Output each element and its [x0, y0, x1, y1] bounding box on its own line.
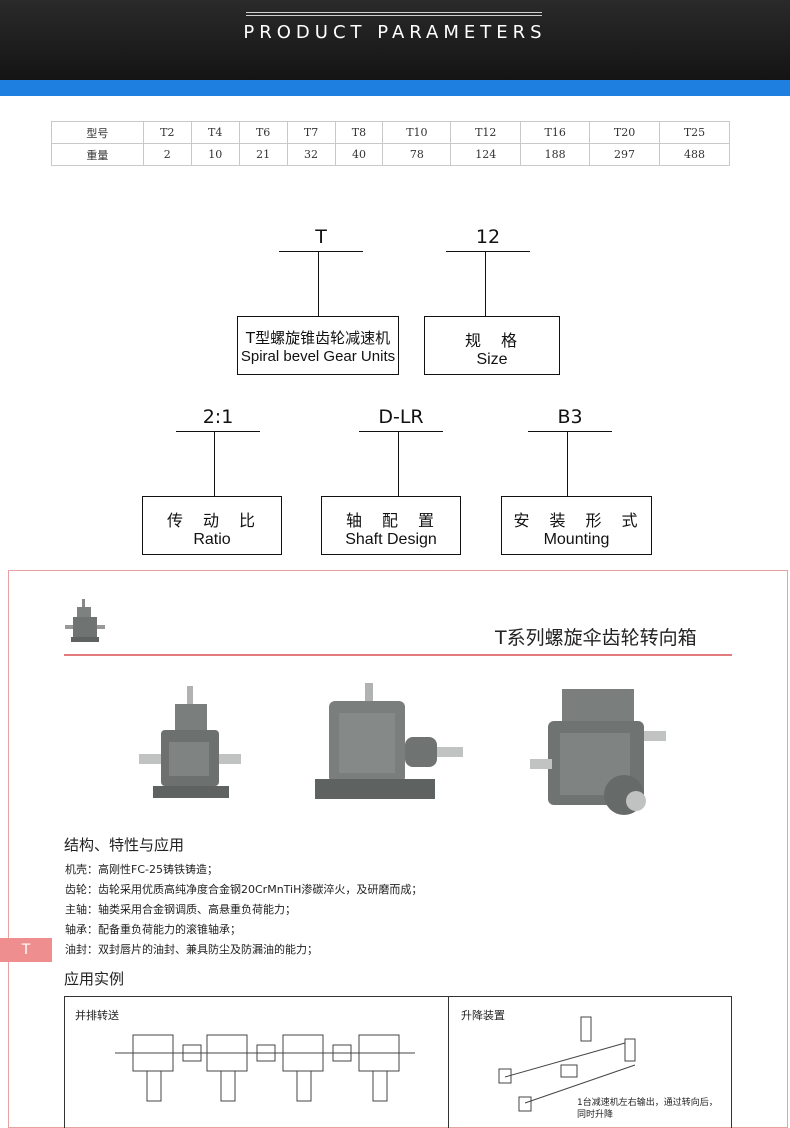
- table-cell: 124: [450, 143, 522, 166]
- header-rule-bottom: [246, 15, 542, 16]
- examples-divider: [448, 997, 449, 1128]
- code-underline: [176, 431, 260, 432]
- series-label-cn: T型螺旋锥齿轮减速机: [245, 329, 391, 347]
- lifting-device-diagram: [498, 1016, 636, 1112]
- side-tab: T: [0, 938, 52, 962]
- table-cell: T6: [238, 121, 288, 144]
- feature-line: 齿轮：齿轮采用优质高纯净度合金钢20CrMnTiH渗碳淬火，及研磨而成；: [65, 883, 423, 896]
- code-size: 12: [475, 226, 501, 248]
- example-left-label: 并排转送: [75, 1009, 119, 1022]
- series-label-en: Spiral bevel Gear Units: [240, 348, 396, 365]
- table-cell: 21: [238, 143, 288, 166]
- gearbox-photo-2: [315, 683, 463, 799]
- gearbox-photo-3: [530, 689, 666, 815]
- page-title: PRODUCT PARAMETERS: [243, 22, 547, 43]
- gearbox-photo-1: [139, 686, 241, 798]
- shaft-box: 轴 配 置 Shaft Design: [321, 496, 461, 555]
- catalog-title-rule: [64, 654, 732, 656]
- accent-bar: [0, 80, 790, 96]
- feature-line: 轴承：配备重负荷能力的滚锥轴承；: [65, 923, 241, 936]
- application-examples: 并排转送 升降装置 1台减速机左右输出，通过转向后， 同时升降: [64, 996, 732, 1128]
- table-row: 重量 2 10 21 32 40 78 124 188 297 488: [51, 143, 730, 166]
- shaft-label-cn: 轴 配 置: [345, 511, 436, 530]
- shaft-label-en: Shaft Design: [345, 531, 437, 548]
- size-label-cn: 规 格: [464, 331, 519, 350]
- gearbox-thumbnail-icon: [65, 599, 105, 642]
- code-ratio: 2:1: [202, 406, 234, 428]
- code-shaft: D-LR: [378, 406, 424, 428]
- example-right-label: 升降装置: [461, 1009, 505, 1022]
- table-cell: T2: [142, 121, 192, 144]
- catalog-title: T系列螺旋伞齿轮转向箱: [495, 627, 697, 649]
- table-cell: 2: [142, 143, 192, 166]
- table-cell: T20: [589, 121, 660, 144]
- size-box: 规 格 Size: [424, 316, 560, 375]
- example-right-note: 同时升降: [577, 1110, 614, 1120]
- ratio-label-cn: 传 动 比: [166, 511, 257, 530]
- connector-line: [567, 431, 568, 496]
- table-cell: 10: [190, 143, 240, 166]
- ratio-label-en: Ratio: [193, 531, 231, 548]
- connector-line: [214, 431, 215, 496]
- size-label-en: Size: [476, 351, 508, 368]
- series-box: T型螺旋锥齿轮减速机 Spiral bevel Gear Units: [237, 316, 399, 375]
- ratio-box: 传 动 比 Ratio: [142, 496, 282, 555]
- table-cell: 488: [659, 143, 730, 166]
- table-cell: 重量: [51, 143, 144, 166]
- table-cell: T12: [450, 121, 522, 144]
- code-mounting: B3: [557, 406, 583, 428]
- code-underline: [528, 431, 612, 432]
- table-cell: 型号: [51, 121, 144, 144]
- page-header: PRODUCT PARAMETERS: [0, 0, 790, 80]
- feature-line: 油封：双封唇片的油封、兼具防尘及防漏油的能力；: [65, 943, 318, 956]
- side-by-side-transfer-diagram: [115, 1034, 415, 1102]
- table-cell: T8: [334, 121, 384, 144]
- table-cell: 40: [334, 143, 384, 166]
- table-row: 型号 T2 T4 T6 T7 T8 T10 T12 T16 T20 T25: [51, 121, 730, 144]
- connector-line: [398, 431, 399, 496]
- code-underline: [446, 251, 530, 252]
- table-cell: 297: [589, 143, 660, 166]
- table-cell: 188: [520, 143, 591, 166]
- code-series: T: [315, 226, 327, 248]
- table-cell: 78: [382, 143, 452, 166]
- mounting-box: 安 装 形 式 Mounting: [501, 496, 652, 555]
- mounting-label-en: Mounting: [543, 531, 610, 548]
- header-rule-top: [246, 12, 542, 13]
- features-heading: 结构、特性与应用: [64, 836, 185, 854]
- table-cell: 32: [286, 143, 336, 166]
- feature-line: 主轴：轴类采用合金钢调质、高悬重负荷能力；: [65, 903, 296, 916]
- table-cell: T7: [286, 121, 336, 144]
- feature-line: 机壳：高刚性FC-25铸铁铸造；: [65, 863, 218, 876]
- mounting-label-cn: 安 装 形 式: [513, 511, 640, 530]
- connector-line: [318, 251, 319, 316]
- weight-table: 型号 T2 T4 T6 T7 T8 T10 T12 T16 T20 T25 重量…: [51, 121, 730, 166]
- code-underline: [359, 431, 443, 432]
- table-cell: T25: [659, 121, 730, 144]
- examples-heading: 应用实例: [64, 970, 125, 988]
- example-right-note: 1台减速机左右输出，通过转向后，: [577, 1098, 718, 1108]
- table-cell: T16: [520, 121, 591, 144]
- table-cell: T4: [190, 121, 240, 144]
- connector-line: [485, 251, 486, 316]
- code-underline: [279, 251, 363, 252]
- table-cell: T10: [382, 121, 452, 144]
